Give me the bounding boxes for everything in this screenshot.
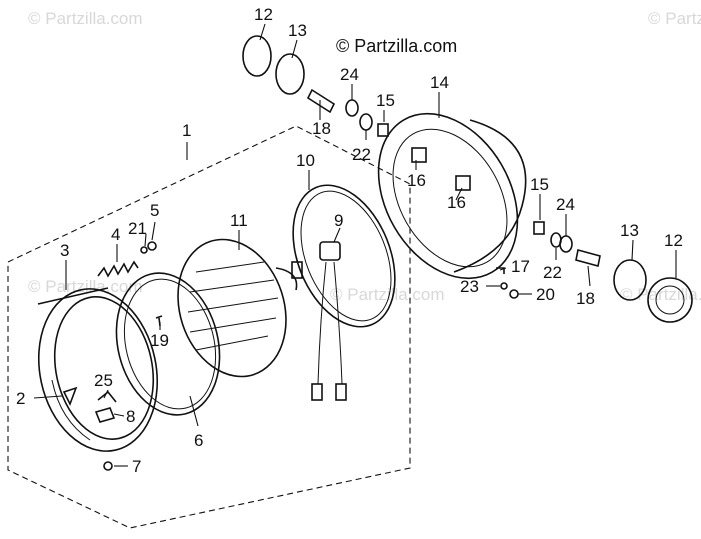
part-13-cushion-right[interactable] <box>613 259 647 301</box>
part-21-washer[interactable] <box>140 246 148 254</box>
callout-14: 14 <box>430 73 449 92</box>
part-25-spring-clip[interactable] <box>97 390 117 403</box>
part-23-washer[interactable] <box>500 282 508 290</box>
assembly-box <box>7 125 411 529</box>
callout-15-top: 15 <box>376 91 395 110</box>
callout-18-right: 18 <box>576 289 595 308</box>
watermark-top-left: © Partzilla.com <box>28 9 143 28</box>
part-15-collar-right[interactable] <box>533 221 545 235</box>
leader-lines <box>33 23 677 467</box>
callout-22-top: 22 <box>352 145 371 164</box>
callout-20: 20 <box>536 285 555 304</box>
callout-3: 3 <box>60 241 69 260</box>
watermark-mid-right: © Partzilla.com <box>620 285 701 304</box>
callout-labels: 1 2 3 4 5 6 7 8 9 10 11 12 13 14 15 16 1… <box>16 5 683 476</box>
part-7-screw[interactable] <box>103 461 113 471</box>
callout-8: 8 <box>126 407 135 426</box>
copyright-text: © Partzilla.com <box>336 36 457 56</box>
part-headlight-rim[interactable] <box>24 278 172 463</box>
callout-19: 19 <box>150 331 169 350</box>
callout-12-right: 12 <box>664 231 683 250</box>
part-6-inner-rim[interactable] <box>102 262 234 426</box>
part-11-sealed-beam[interactable] <box>161 225 303 390</box>
part-20-screw[interactable] <box>509 289 519 299</box>
part-3-rod[interactable] <box>37 287 109 305</box>
watermark-mid: © Partzilla.com <box>330 285 445 304</box>
part-12-cap-top[interactable] <box>242 35 272 77</box>
part-19-screw[interactable] <box>155 315 163 327</box>
part-14-headlight-case[interactable] <box>350 89 545 303</box>
part-4-spring[interactable] <box>97 260 139 278</box>
callout-9: 9 <box>334 211 343 230</box>
callout-6: 6 <box>194 431 203 450</box>
callout-7: 7 <box>132 457 141 476</box>
part-22-washer-right[interactable] <box>550 232 562 248</box>
part-5-nut[interactable] <box>147 241 157 251</box>
callout-24-top: 24 <box>340 65 359 84</box>
callout-24-right: 24 <box>556 195 575 214</box>
part-17-clip[interactable] <box>496 267 505 274</box>
callout-12-top: 12 <box>254 5 273 24</box>
callout-18-top: 18 <box>312 119 331 138</box>
callout-23: 23 <box>460 277 479 296</box>
callout-1: 1 <box>182 121 191 140</box>
part-13-cushion-top[interactable] <box>275 53 305 95</box>
part-15-collar-top[interactable] <box>377 123 389 137</box>
part-18-bolt-right[interactable] <box>575 249 601 267</box>
callout-16-left: 16 <box>407 171 426 190</box>
part-2-adjusting-screw[interactable] <box>62 386 78 406</box>
part-24-washer-top[interactable] <box>345 99 359 117</box>
callout-17: 17 <box>511 257 530 276</box>
part-10-socket-ring[interactable] <box>274 170 415 342</box>
callout-16-right: 16 <box>447 193 466 212</box>
part-8-bracket[interactable] <box>94 407 116 423</box>
callout-13-right: 13 <box>620 221 639 240</box>
part-24-washer-right[interactable] <box>559 235 573 253</box>
callout-15-right: 15 <box>530 175 549 194</box>
callout-21: 21 <box>128 219 147 238</box>
part-9-socket[interactable] <box>311 241 347 401</box>
part-12-cap-right[interactable] <box>647 277 693 323</box>
callout-11: 11 <box>230 211 248 230</box>
callout-2: 2 <box>16 389 25 408</box>
callout-13-top: 13 <box>288 21 307 40</box>
callout-10: 10 <box>296 151 315 170</box>
callout-22-right: 22 <box>543 263 562 282</box>
callout-25: 25 <box>94 371 113 390</box>
watermark-top-right: © Partzilla.com <box>648 9 701 28</box>
callout-4: 4 <box>111 225 120 244</box>
callout-5: 5 <box>150 201 159 220</box>
watermarks: © Partzilla.com © Partzilla.com © Partzi… <box>28 9 701 304</box>
part-18-bolt-top[interactable] <box>306 88 336 114</box>
watermark-mid-left: © Partzilla.com <box>28 277 143 296</box>
part-22-washer-top[interactable] <box>359 113 373 131</box>
